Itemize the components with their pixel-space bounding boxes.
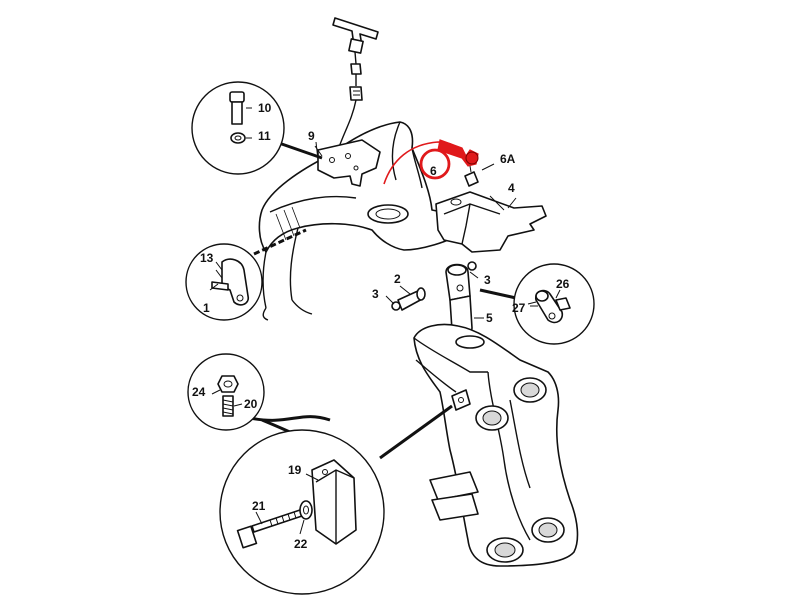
label-3-left: 3 (372, 287, 379, 301)
label-6: 6 (430, 164, 437, 178)
label-4: 4 (508, 181, 515, 195)
label-24: 24 (192, 385, 206, 399)
label-2: 2 (394, 272, 401, 286)
label-20: 20 (244, 397, 258, 411)
label-leaders (209, 145, 561, 535)
callout-bolt-washer (191, 81, 323, 175)
label-21: 21 (252, 499, 266, 513)
highlighted-bolt-6 (383, 139, 479, 187)
bracket-9 (315, 139, 381, 187)
label-6a: 6A (500, 152, 516, 166)
bracket-4 (435, 191, 547, 253)
pin-2 (391, 287, 426, 311)
main-frame (258, 121, 463, 321)
label-13: 13 (200, 251, 214, 265)
label-5: 5 (486, 311, 493, 325)
leader-big-callout (379, 404, 453, 460)
callout-stud-nut (187, 353, 331, 431)
label-11: 11 (258, 129, 271, 143)
highlight-circle (419, 148, 451, 180)
lower-arm (413, 323, 579, 567)
callout-block-bolt (219, 429, 385, 595)
label-27: 27 (512, 301, 526, 315)
label-3-right: 3 (484, 273, 491, 287)
label-10: 10 (258, 101, 272, 115)
label-26: 26 (556, 277, 570, 291)
callout-fitting (479, 263, 595, 345)
label-1: 1 (203, 301, 210, 315)
label-9: 9 (308, 129, 315, 143)
callout-clamp (185, 228, 307, 321)
label-19: 19 (288, 463, 302, 477)
label-22: 22 (294, 537, 308, 551)
part-labels: 10 11 9 6 6A 4 13 1 2 3 3 5 26 27 24 20 … (192, 101, 570, 551)
